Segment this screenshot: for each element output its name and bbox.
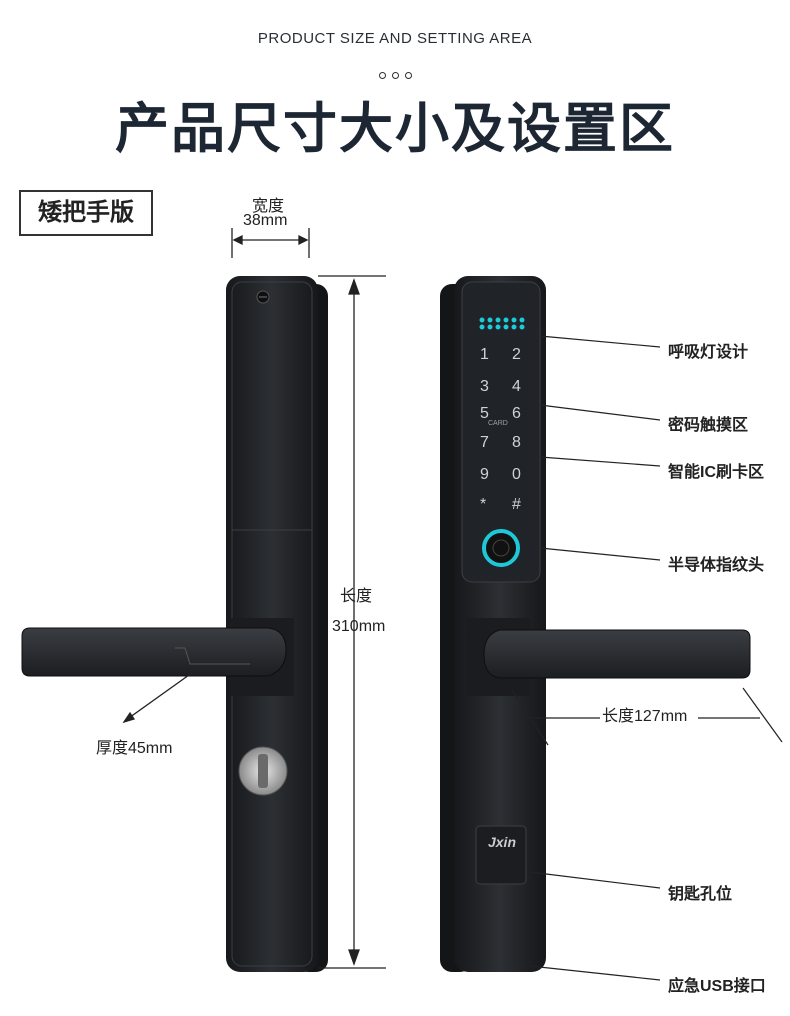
length-label: 长度	[340, 588, 373, 605]
key-8[interactable]: 8	[512, 434, 521, 451]
key-star[interactable]: *	[480, 496, 487, 513]
breathing-light-icon	[479, 317, 525, 330]
feature-breathing-light: 呼吸灯设计	[668, 344, 749, 361]
card-text: CARD	[488, 420, 508, 427]
key-3[interactable]: 3	[480, 378, 489, 395]
key-hash[interactable]: #	[512, 496, 521, 513]
key-4[interactable]: 4	[512, 378, 521, 395]
leader-lines	[529, 335, 661, 981]
feature-key-hole: 钥匙孔位	[668, 886, 733, 903]
variant-label: 矮把手版	[19, 190, 153, 236]
page-title: 产品尺寸大小及设置区	[115, 97, 675, 160]
thickness-label: 厚度45mm	[96, 740, 173, 757]
key-0[interactable]: 0	[512, 466, 521, 483]
width-value: 38mm	[243, 212, 288, 229]
key-6[interactable]: 6	[512, 405, 521, 422]
handle-length-guide	[511, 687, 783, 746]
key-hole-cover-icon	[475, 825, 527, 885]
fingerprint-icon	[482, 529, 520, 567]
decorative-dots	[0, 66, 790, 84]
key-1[interactable]: 1	[480, 346, 489, 363]
lock-front-view	[440, 276, 751, 972]
lock-back-view	[21, 276, 328, 972]
keypad: 1 2 3 4 5 6 CARD 7 8 9 0 * #	[472, 346, 532, 518]
key-9[interactable]: 9	[480, 466, 489, 483]
page-subtitle: PRODUCT SIZE AND SETTING AREA	[257, 30, 533, 47]
brand-logo: Jxin	[487, 834, 516, 850]
feature-usb-port: 应急USB接口	[668, 978, 766, 995]
thickness-arrow	[122, 669, 197, 724]
width-dimension	[231, 228, 310, 258]
key-7[interactable]: 7	[480, 434, 489, 451]
feature-ic-card-area: 智能IC刷卡区	[668, 464, 765, 481]
width-label: 宽度	[252, 198, 285, 215]
length-dimension	[318, 275, 386, 969]
key-5[interactable]: 5	[480, 405, 489, 422]
handle-length-label: 长度127mm	[602, 708, 688, 725]
length-value: 310mm	[332, 618, 386, 635]
key-2[interactable]: 2	[512, 346, 521, 363]
feature-password-area: 密码触摸区	[668, 417, 749, 434]
feature-fingerprint: 半导体指纹头	[668, 557, 765, 574]
